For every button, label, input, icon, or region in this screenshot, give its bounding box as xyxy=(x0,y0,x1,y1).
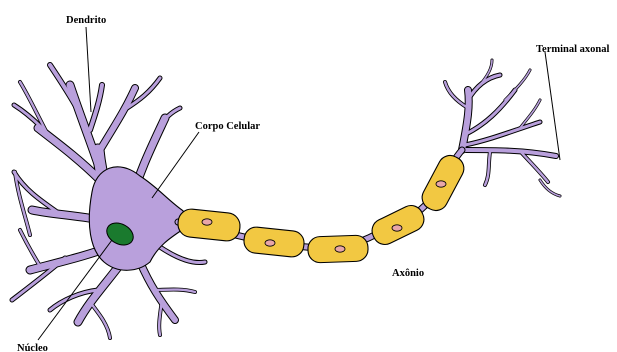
nucleus-label: Núcleo xyxy=(17,343,48,352)
myelin-segment xyxy=(368,201,428,248)
dendrite-label: Dendrito xyxy=(66,15,106,26)
myelin-segment xyxy=(308,235,369,263)
myelin-segment xyxy=(418,151,468,214)
dendrite-leader-line xyxy=(86,27,91,112)
cell-body-label: Corpo Celular xyxy=(195,121,260,132)
axon-terminal-leader-line xyxy=(545,52,560,160)
myelin-segment xyxy=(177,208,242,242)
myelin-segment xyxy=(243,226,305,258)
neuron xyxy=(12,60,560,338)
cell-body-leader-line xyxy=(152,132,199,198)
axon-label: Axônio xyxy=(392,268,424,279)
axon-terminal-label: Terminal axonal xyxy=(536,44,609,55)
